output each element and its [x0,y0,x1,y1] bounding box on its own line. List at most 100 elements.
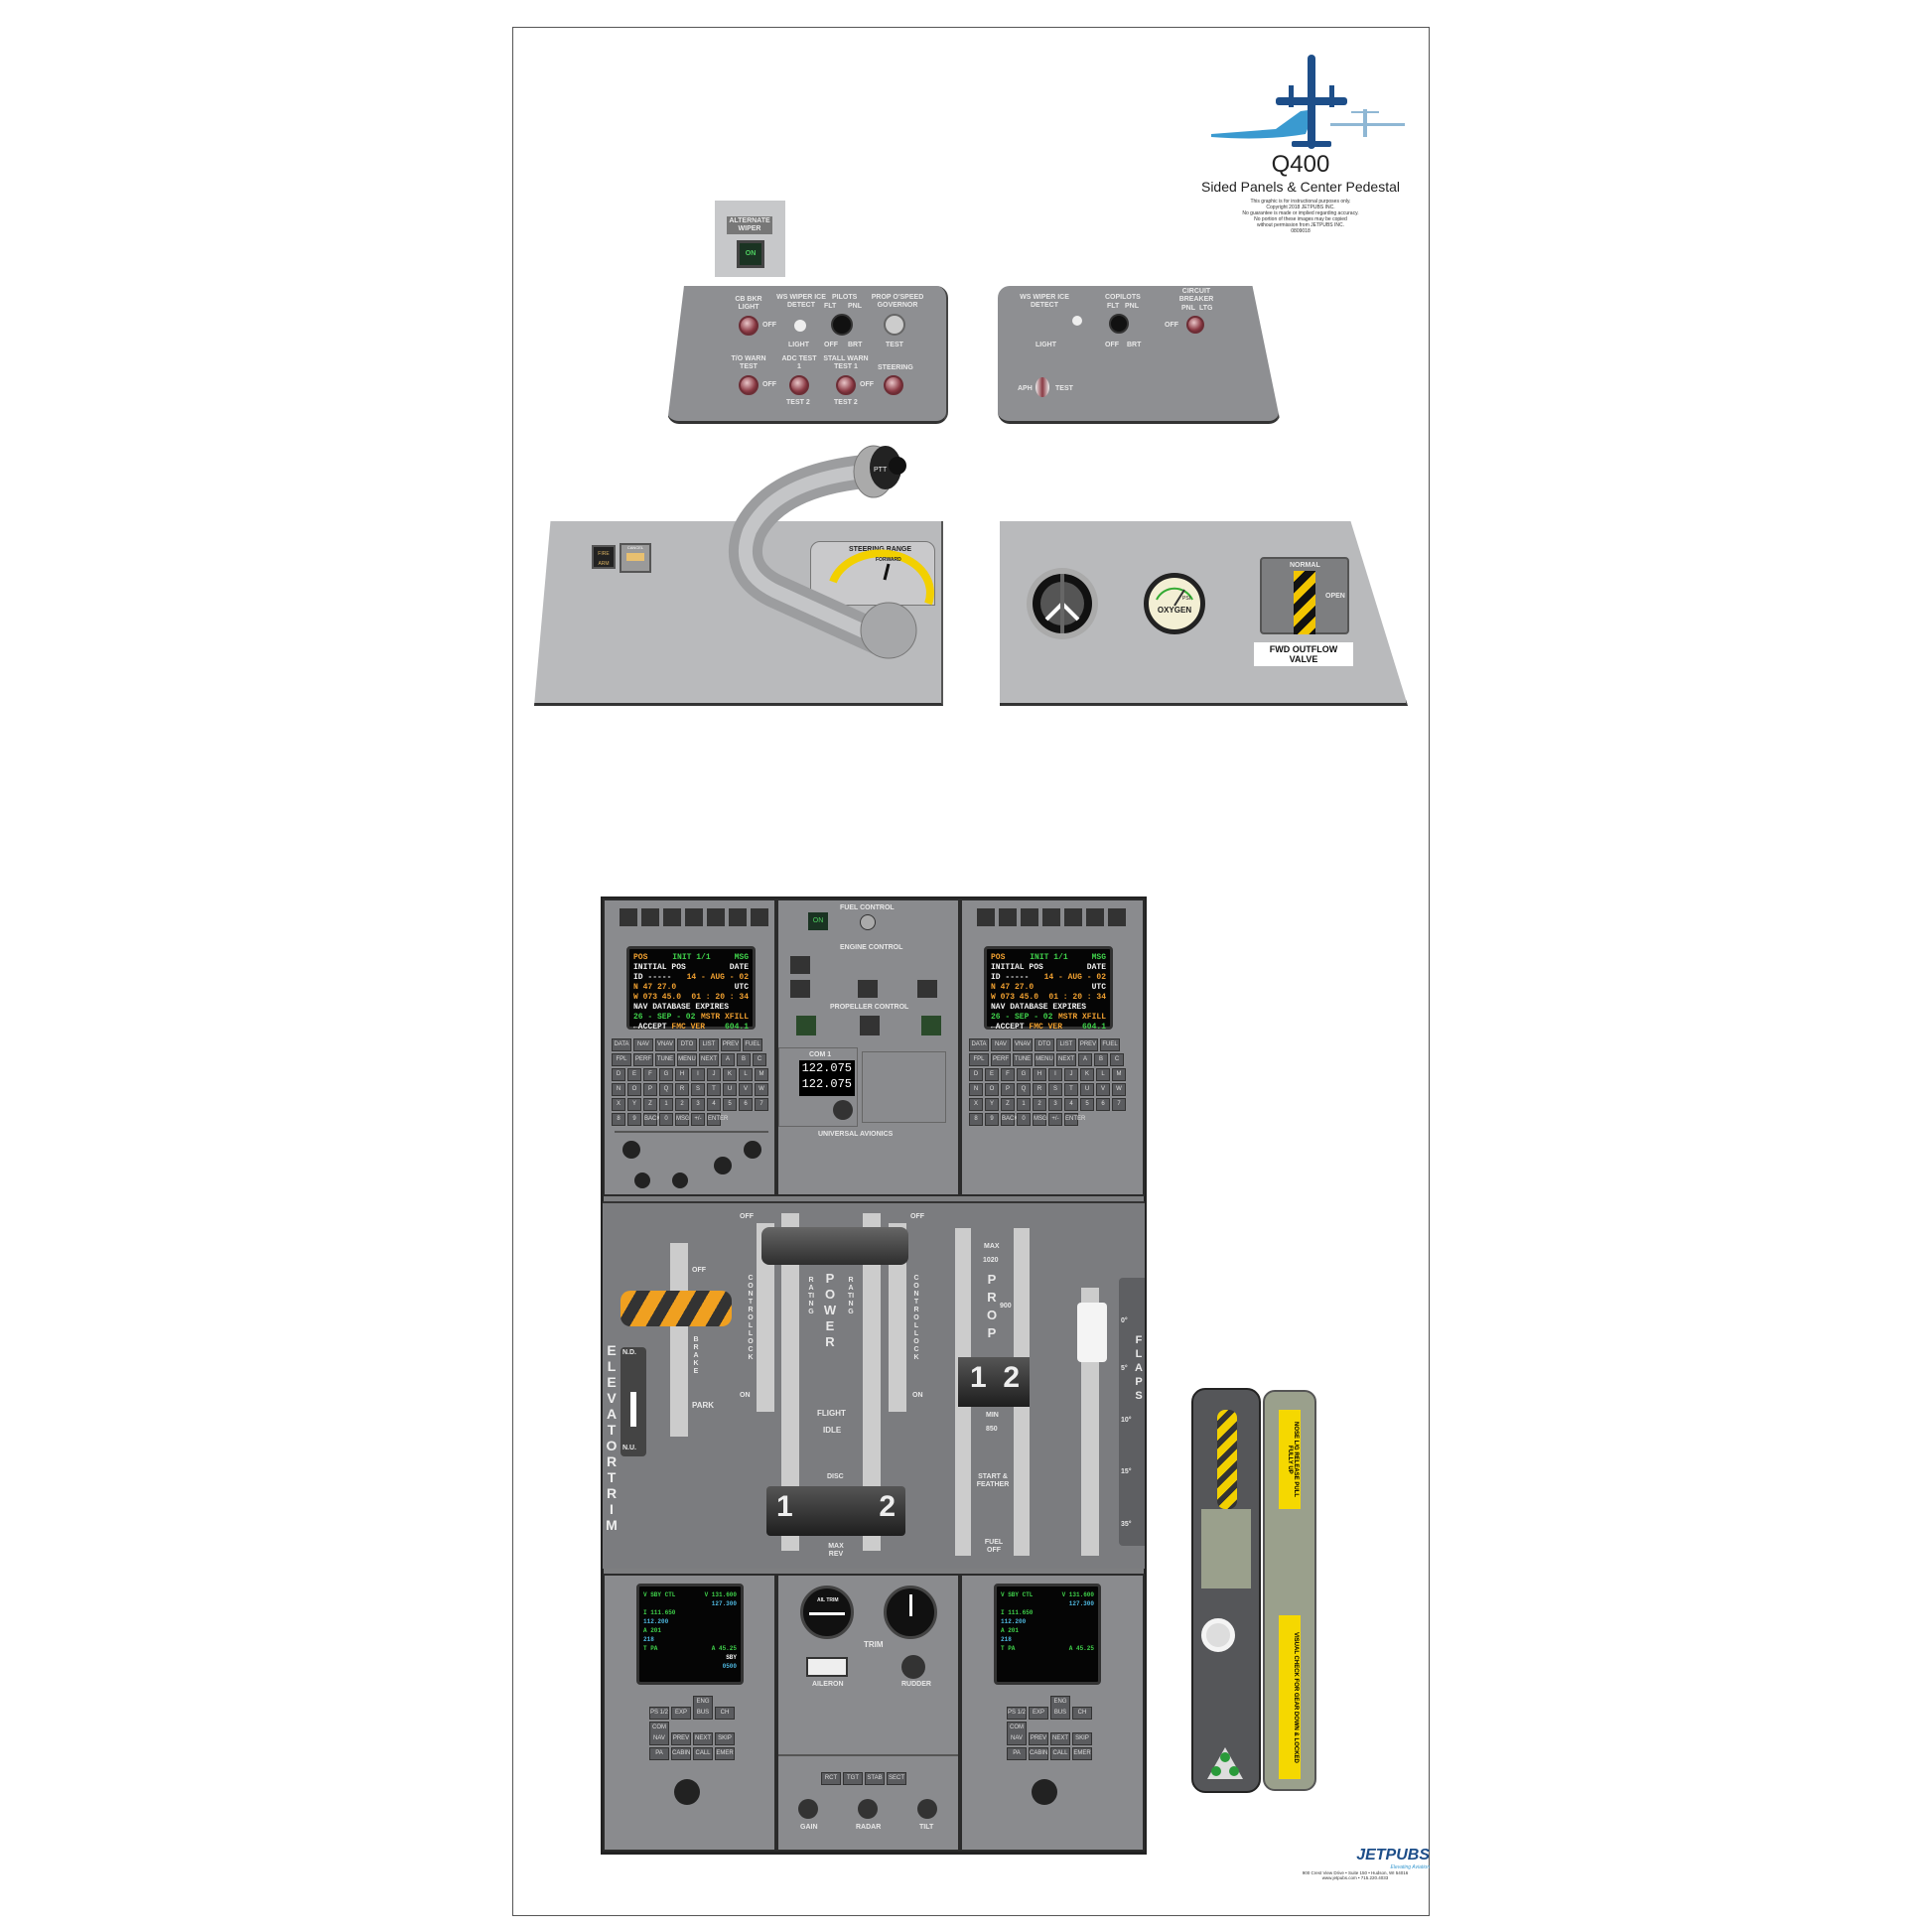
to-warn-test-switch[interactable] [739,375,759,395]
key-t[interactable]: T [707,1083,721,1096]
key-enter[interactable]: ENTER [1064,1113,1085,1126]
key-5[interactable]: 5 [1080,1098,1094,1111]
key-prev[interactable]: PREV [1029,1732,1048,1745]
key-fuel[interactable]: FUEL [743,1038,762,1051]
key-8[interactable]: 8 [612,1113,625,1126]
key-y[interactable]: Y [985,1098,999,1111]
key-n[interactable]: N [612,1083,625,1096]
wx-tilt-knob[interactable] [917,1799,937,1819]
cb-bkr-light-switch[interactable] [739,316,759,336]
key-k[interactable]: K [723,1068,737,1081]
key-5[interactable]: 5 [723,1098,737,1111]
key-eng-bus[interactable]: ENG BUS [693,1696,713,1720]
wx-stab-button[interactable]: STAB [865,1772,885,1785]
key-1[interactable]: 1 [1017,1098,1031,1111]
key-9[interactable]: 9 [985,1113,999,1126]
key-z[interactable]: Z [643,1098,657,1111]
key-m[interactable]: M [755,1068,768,1081]
key-emer[interactable]: EMER [1072,1747,1092,1760]
key-p[interactable]: P [1001,1083,1015,1096]
nose-gear-release-handle[interactable] [1217,1410,1237,1509]
key-j[interactable]: J [1064,1068,1078,1081]
key-3[interactable]: 3 [1048,1098,1062,1111]
steering-switch[interactable] [884,375,903,395]
fire-arm-switch[interactable]: FIRE ARM [592,545,616,569]
key-fuel[interactable]: FUEL [1100,1038,1120,1051]
wx-sect-button[interactable]: SECT [887,1772,906,1785]
key-fpl[interactable]: FPL [612,1053,631,1066]
key-dto[interactable]: DTO [677,1038,697,1051]
key-8[interactable]: 8 [969,1113,983,1126]
key-u[interactable]: U [723,1083,737,1096]
key-s[interactable]: S [1048,1083,1062,1096]
key-g[interactable]: G [1017,1068,1031,1081]
key-i[interactable]: I [1048,1068,1062,1081]
key-com-nav[interactable]: COM NAV [649,1722,669,1745]
key-x[interactable]: X [612,1098,625,1111]
prop-overspeed-test-button[interactable] [884,314,905,336]
alternate-wiper-button[interactable]: ON [737,240,764,268]
key-b[interactable]: B [737,1053,751,1066]
key-w[interactable]: W [755,1083,768,1096]
key-exp[interactable]: EXP [1029,1707,1048,1720]
key-3[interactable]: 3 [691,1098,705,1111]
key-a[interactable]: A [721,1053,735,1066]
key-v[interactable]: V [1096,1083,1110,1096]
key-list[interactable]: LIST [1056,1038,1076,1051]
key-k[interactable]: K [1080,1068,1094,1081]
key-perf[interactable]: PERF [633,1053,653,1066]
key-fpl[interactable]: FPL [969,1053,989,1066]
key-i[interactable]: I [691,1068,705,1081]
key-s[interactable]: S [691,1083,705,1096]
key-ps-1-2[interactable]: PS 1/2 [649,1707,669,1720]
main-gear-release-handle[interactable] [1201,1618,1235,1652]
key-prev[interactable]: PREV [1078,1038,1098,1051]
key-tune[interactable]: TUNE [655,1053,675,1066]
key-r[interactable]: R [1033,1083,1046,1096]
key-skip[interactable]: SKIP [715,1732,735,1745]
copilots-panel-dimmer-knob[interactable] [1109,314,1129,334]
key-next[interactable]: NEXT [1056,1053,1076,1066]
key-nav[interactable]: NAV [991,1038,1011,1051]
key-c[interactable]: C [1110,1053,1124,1066]
key-menu[interactable]: MENU [1035,1053,1054,1066]
key-x[interactable]: X [969,1098,983,1111]
key-6[interactable]: 6 [739,1098,753,1111]
key-y[interactable]: Y [627,1098,641,1111]
key-4[interactable]: 4 [707,1098,721,1111]
key-call[interactable]: CALL [693,1747,713,1760]
com-tuning-knob[interactable] [833,1100,853,1120]
key-h[interactable]: H [675,1068,689,1081]
key-cabin[interactable]: CABIN [1029,1747,1048,1760]
key-skip[interactable]: SKIP [1072,1732,1092,1745]
key-7[interactable]: 7 [1112,1098,1126,1111]
fwd-outflow-valve-switch[interactable]: NORMAL OPEN [1260,557,1349,634]
key-eng-bus[interactable]: ENG BUS [1050,1696,1070,1720]
key-f[interactable]: F [643,1068,657,1081]
key-vnav[interactable]: VNAV [655,1038,675,1051]
key-2[interactable]: 2 [675,1098,689,1111]
key-next[interactable]: NEXT [699,1053,719,1066]
key-p[interactable]: P [643,1083,657,1096]
key-pa[interactable]: PA [1007,1747,1027,1760]
key-o[interactable]: O [627,1083,641,1096]
aph-test-switch[interactable] [1035,377,1049,397]
key-v[interactable]: V [739,1083,753,1096]
key-4[interactable]: 4 [1064,1098,1078,1111]
key-1[interactable]: 1 [659,1098,673,1111]
circuit-breaker-light-switch[interactable] [1186,316,1204,334]
key-ch[interactable]: CH [715,1707,735,1720]
key-ps-1-2[interactable]: PS 1/2 [1007,1707,1027,1720]
cancel-switch[interactable]: CANCEL [620,543,651,573]
key-ch[interactable]: CH [1072,1707,1092,1720]
key-0[interactable]: 0 [1017,1113,1031,1126]
key-t[interactable]: T [1064,1083,1078,1096]
stall-warn-test-switch[interactable] [836,375,856,395]
key-enter[interactable]: ENTER [707,1113,728,1126]
key-2[interactable]: 2 [1033,1098,1046,1111]
key-9[interactable]: 9 [627,1113,641,1126]
key-msg[interactable]: MSG [675,1113,690,1126]
fuel-transfer-knob[interactable] [860,914,876,930]
key-d[interactable]: D [969,1068,983,1081]
key-dto[interactable]: DTO [1035,1038,1054,1051]
